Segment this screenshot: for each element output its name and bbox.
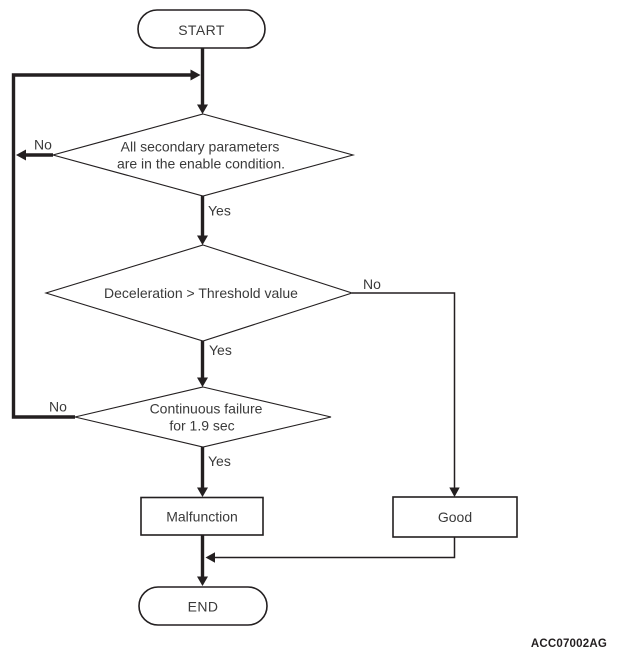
decision1-diamond-shape bbox=[50, 113, 356, 197]
decision2-label: Deceleration > Threshold value bbox=[104, 285, 298, 301]
arrowhead-into-end bbox=[197, 576, 208, 586]
decision1-label-line2: are in the enable condition. bbox=[117, 156, 285, 172]
decision3-diamond-shape bbox=[74, 386, 332, 448]
decision-continuous-failure: Continuous failure for 1.9 sec bbox=[74, 386, 332, 448]
malfunction-box-shape bbox=[140, 496, 264, 536]
start-node: START bbox=[137, 9, 266, 49]
arrowhead-into-good bbox=[449, 487, 460, 497]
figure-code: ACC07002AG bbox=[531, 638, 607, 650]
arrowhead-into-malfunction bbox=[197, 487, 208, 497]
arrowhead-into-decision1 bbox=[197, 104, 208, 114]
decision-enable-condition: All secondary parameters are in the enab… bbox=[50, 113, 356, 197]
malfunction-label: Malfunction bbox=[166, 509, 238, 525]
decision2-yes-label: Yes bbox=[209, 342, 232, 358]
good-box-shape bbox=[392, 496, 518, 538]
decision2-diamond-shape bbox=[44, 244, 354, 342]
end-label: END bbox=[188, 599, 219, 615]
end-node: END bbox=[138, 586, 268, 626]
decision1-label-line1: All secondary parameters bbox=[121, 139, 280, 155]
arrowhead-into-decision2 bbox=[197, 235, 208, 245]
arrowhead-into-decision3 bbox=[197, 377, 208, 387]
arrowhead-decision1-no bbox=[16, 149, 26, 161]
start-terminator-shape bbox=[137, 9, 266, 49]
decision3-label-line1: Continuous failure bbox=[150, 401, 263, 417]
edge-good-merge bbox=[213, 537, 456, 559]
start-label: START bbox=[178, 22, 225, 38]
malfunction-node: Malfunction bbox=[140, 496, 264, 536]
decision2-no-label: No bbox=[363, 276, 381, 292]
decision3-label-line2: for 1.9 sec bbox=[169, 418, 234, 434]
decision1-no-label: No bbox=[34, 137, 52, 153]
arrowhead-loop-into-mainline bbox=[190, 69, 201, 81]
decision-deceleration-threshold: Deceleration > Threshold value bbox=[44, 244, 354, 342]
good-label: Good bbox=[438, 509, 472, 525]
decision1-yes-label: Yes bbox=[208, 203, 231, 219]
edge-decision2-no bbox=[352, 292, 456, 489]
decision3-no-label: No bbox=[49, 399, 67, 415]
arrowhead-good-merge bbox=[205, 552, 215, 563]
end-terminator-shape bbox=[138, 586, 268, 626]
edge-loop-back bbox=[11, 73, 192, 419]
good-node: Good bbox=[392, 496, 518, 538]
decision3-yes-label: Yes bbox=[208, 453, 231, 469]
